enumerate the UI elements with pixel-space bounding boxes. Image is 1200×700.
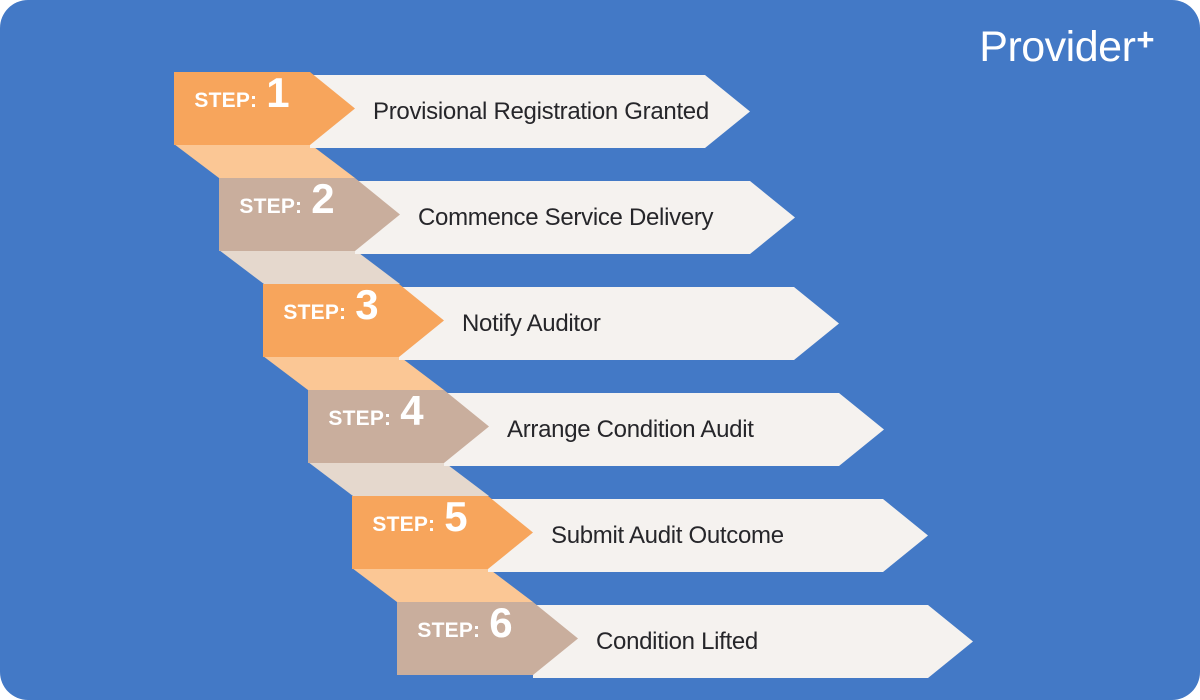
step-prefix: STEP:: [283, 301, 347, 324]
step-connector-ribbon: [352, 568, 533, 602]
step-label-text: STEP: 4: [328, 390, 423, 455]
logo-text: Provider: [979, 23, 1136, 71]
step-title: Arrange Condition Audit: [507, 415, 754, 443]
step-prefix: STEP:: [372, 513, 436, 536]
step-label-arrow: STEP: 6: [397, 602, 578, 675]
step-label-arrow: STEP: 3: [263, 284, 444, 357]
step-title-banner: Provisional Registration Granted: [310, 75, 750, 148]
step-number: 4: [400, 387, 424, 434]
step-connector-ribbon: [174, 144, 355, 178]
step-prefix: STEP:: [239, 195, 303, 218]
step-label-arrow: STEP: 2: [219, 178, 400, 251]
step-label-text: STEP: 1: [194, 72, 289, 137]
step-label-text: STEP: 3: [283, 284, 378, 349]
step-prefix: STEP:: [328, 407, 392, 430]
step-label-arrow: STEP: 5: [352, 496, 533, 569]
step-title: Condition Lifted: [596, 627, 758, 655]
step-title-banner: Notify Auditor: [399, 287, 839, 360]
step-title-banner: Commence Service Delivery: [355, 181, 795, 254]
step-prefix: STEP:: [194, 89, 258, 112]
step-number: 5: [444, 493, 468, 540]
step-prefix: STEP:: [417, 619, 481, 642]
step-title-banner: Arrange Condition Audit: [444, 393, 884, 466]
step-number: 2: [311, 175, 335, 222]
step-title-banner: Condition Lifted: [533, 605, 973, 678]
provider-plus-logo: Provider+: [979, 22, 1154, 71]
step-title: Notify Auditor: [462, 309, 601, 337]
step-title: Commence Service Delivery: [418, 203, 714, 231]
step-label-text: STEP: 5: [372, 496, 467, 561]
step-number: 1: [266, 69, 290, 116]
step-connector-ribbon: [219, 250, 400, 284]
step-title: Submit Audit Outcome: [551, 521, 784, 549]
step-number: 6: [489, 599, 513, 646]
step-connector-ribbon: [308, 462, 489, 496]
step-label-text: STEP: 2: [239, 178, 334, 243]
step-title-banner: Submit Audit Outcome: [488, 499, 928, 572]
step-label-text: STEP: 6: [417, 602, 512, 667]
step-label-arrow: STEP: 4: [308, 390, 489, 463]
step-title: Provisional Registration Granted: [373, 97, 709, 125]
step-number: 3: [355, 281, 379, 328]
step-connector-ribbon: [263, 356, 444, 390]
step-label-arrow: STEP: 1: [174, 72, 355, 145]
logo-plus-icon: +: [1136, 22, 1154, 57]
